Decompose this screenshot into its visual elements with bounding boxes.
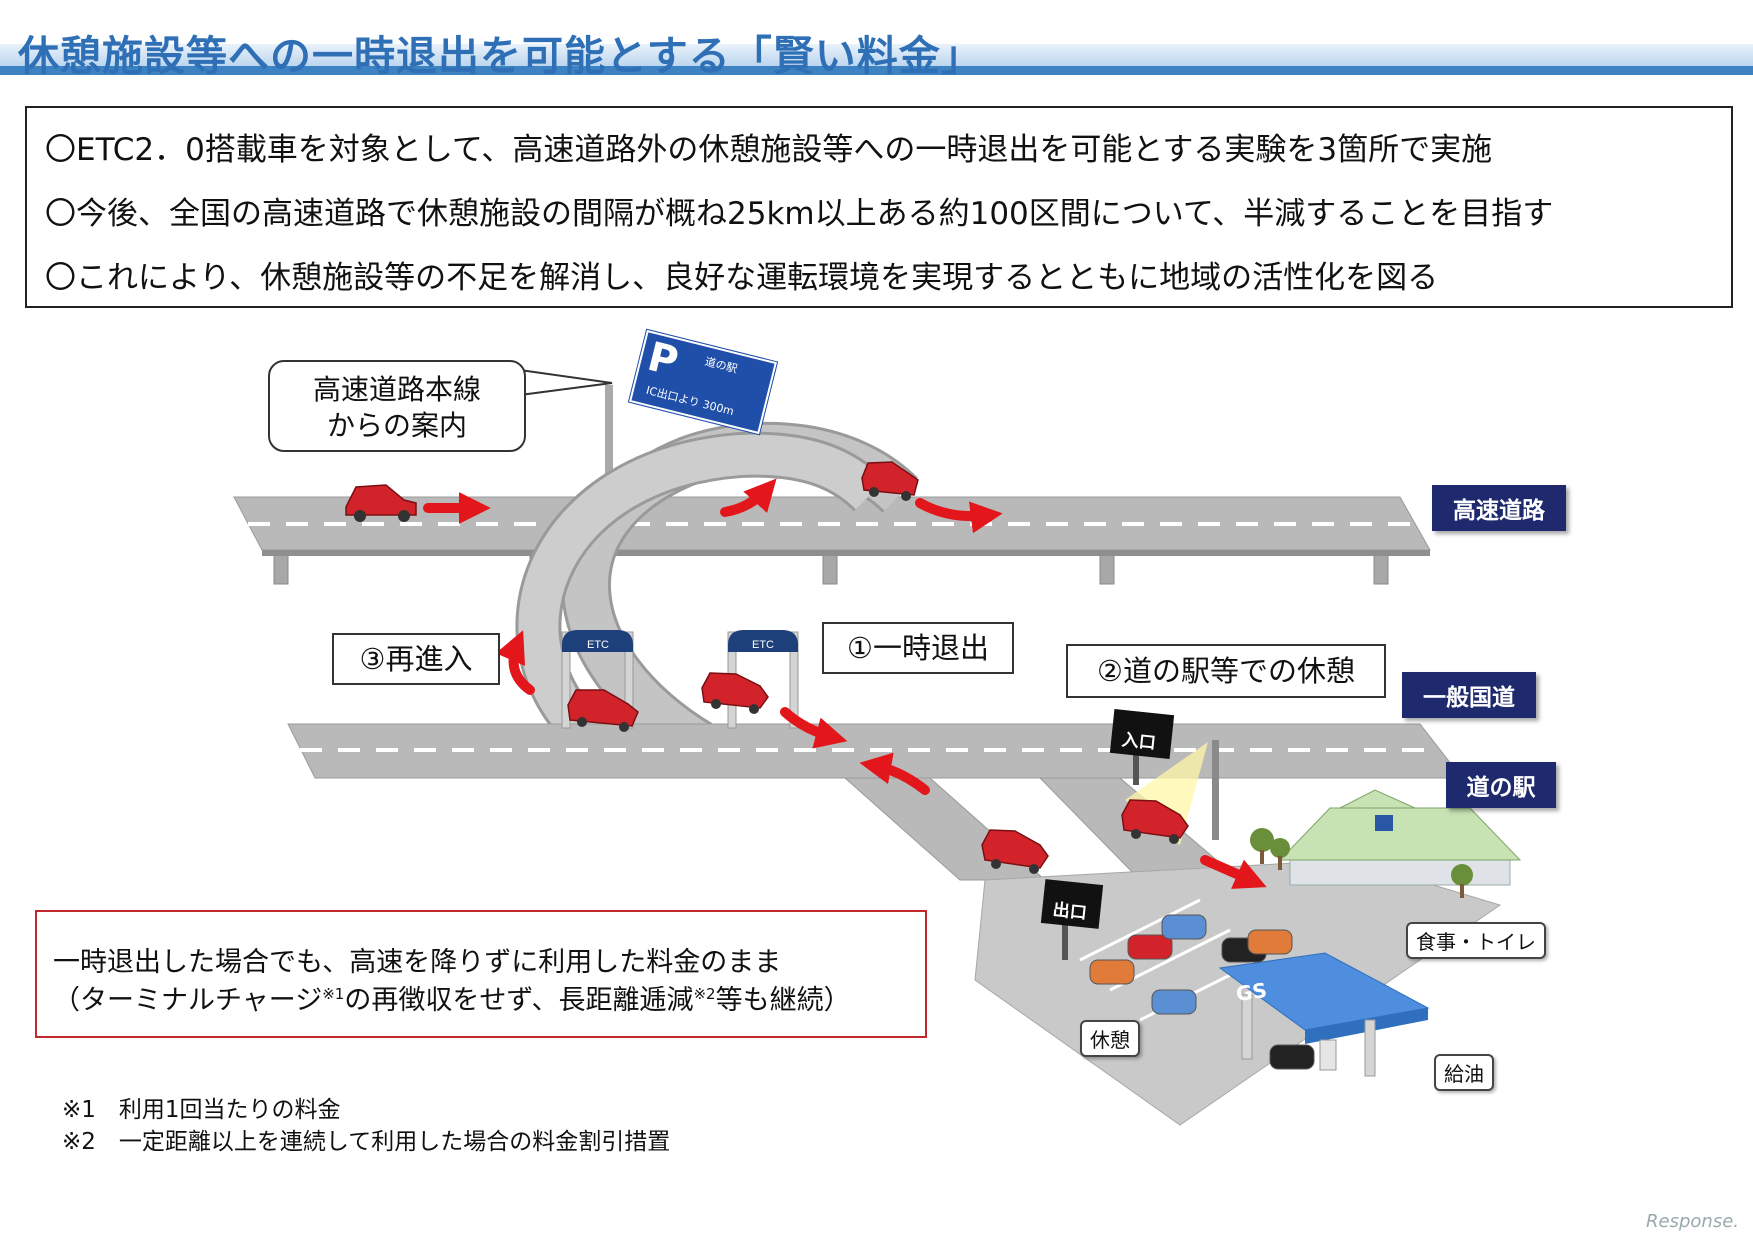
note-line-2: （ターミナルチャージ※1の再徴収をせず、長距離逓減※2等も継続）	[53, 978, 851, 1017]
entrance-sign-text: 入口	[1120, 730, 1157, 754]
food-toilet-label: 食事・トイレ	[1406, 922, 1546, 959]
gas-station	[1218, 952, 1430, 1077]
rest-label: 休憩	[1080, 1020, 1140, 1057]
guidance-callout: 高速道路本線 からの案内	[268, 360, 526, 452]
guidance-callout-line2: からの案内	[326, 409, 467, 442]
station-building	[1250, 789, 1522, 898]
parked-car-icon	[1089, 914, 1315, 1070]
roadside-station-label: 道の駅	[1446, 762, 1556, 808]
summary-line-2: 〇今後、全国の高速道路で休憩施設の間隔が概ね25km以上ある約100区間について…	[45, 196, 1554, 232]
step-rest-label: ②道の駅等での休憩	[1066, 644, 1386, 698]
page-title: 休憩施設等への一時退出を可能とする「賢い料金」	[18, 32, 983, 80]
sign-pole	[605, 385, 613, 505]
exit-sign-text: 出口	[1051, 900, 1088, 924]
step-reentry-label: ③再進入	[332, 633, 500, 685]
gs-text: GS	[1234, 977, 1269, 1007]
etc-gate-label: ETC	[587, 639, 609, 651]
note-line-2-part-a: （ターミナルチャージ	[53, 985, 323, 1016]
expressway-label: 高速道路	[1432, 485, 1566, 531]
national-road-label: 一般国道	[1402, 672, 1536, 718]
footnote-1: ※1 利用1回当たりの料金	[62, 1097, 341, 1123]
etc-gate-reentry	[561, 630, 634, 729]
note-box: 一時退出した場合でも、高速を降りずに利用した料金のまま （ターミナルチャージ※1…	[35, 910, 927, 1038]
etc-gate-label: ETC	[752, 639, 774, 651]
footnote-ref-1: ※1	[322, 985, 345, 1003]
fuel-label: 給油	[1434, 1054, 1494, 1091]
footnote-2: ※2 一定距離以上を連続して利用した場合の料金割引措置	[62, 1129, 671, 1155]
flow-arrows	[423, 478, 1267, 889]
note-line-2-part-b: の再徴収をせず、長距離逓減	[344, 985, 694, 1016]
watermark: Response.	[1646, 1211, 1739, 1232]
title-underline	[0, 66, 1753, 75]
title-stripe	[0, 44, 1753, 66]
title-bar: 休憩施設等への一時退出を可能とする「賢い料金」	[0, 0, 1753, 82]
step-exit-label: ①一時退出	[822, 622, 1014, 674]
exit-sign	[1040, 879, 1104, 960]
entrance-sign	[1109, 708, 1175, 785]
note-line-1: 一時退出した場合でも、高速を降りずに利用した料金のまま	[53, 947, 782, 978]
parking-sign-icon: P	[643, 333, 683, 386]
footnote-ref-2: ※2	[693, 985, 716, 1003]
summary-box: 〇ETC2．0搭載車を対象として、高速道路外の休憩施設等への一時退出を可能とする…	[25, 106, 1733, 308]
note-line-2-part-c: 等も継続）	[715, 985, 851, 1016]
guidance-callout-line1: 高速道路本線	[312, 373, 481, 406]
summary-line-1: 〇ETC2．0搭載車を対象として、高速道路外の休憩施設等への一時退出を可能とする…	[45, 132, 1493, 168]
summary-line-3: 〇これにより、休憩施設等の不足を解消し、良好な運転環境を実現するとともに地域の活…	[45, 260, 1439, 296]
road-sign-station: 道の駅	[703, 353, 740, 377]
